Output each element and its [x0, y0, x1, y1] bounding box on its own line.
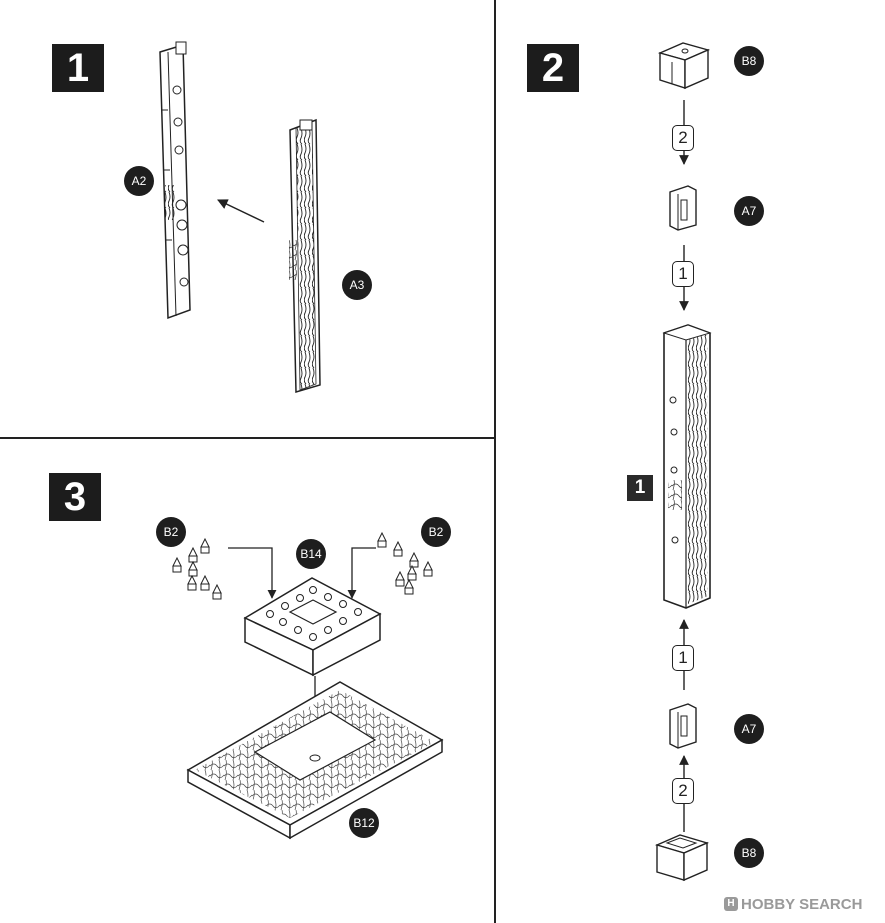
step1-arrow	[217, 199, 265, 223]
part-badge-b8-top: B8	[734, 46, 764, 76]
step3-arrow-right	[347, 547, 376, 599]
part-a3-drawing	[289, 118, 321, 393]
part-b8-top-drawing	[657, 42, 711, 90]
step-3-number: 3	[49, 473, 101, 521]
tree-pillar-drawing	[662, 324, 712, 609]
part-b14-drawing	[243, 577, 382, 677]
step-1-number: 1	[52, 44, 104, 92]
part-badge-a7-bottom: A7	[734, 714, 764, 744]
watermark: H HOBBY SEARCH	[724, 893, 862, 915]
watermark-text: HOBBY SEARCH	[741, 895, 863, 913]
part-badge-b2-left: B2	[156, 517, 186, 547]
order-label-1-top: 1	[672, 261, 694, 287]
watermark-logo-icon: H	[724, 897, 738, 911]
order-label-2-top: 2	[672, 125, 694, 151]
step-1-reference: 1	[627, 475, 653, 501]
part-a7-bottom-drawing	[669, 703, 697, 749]
b2-cones-left	[172, 537, 222, 600]
b2-cones-right	[377, 531, 433, 595]
part-badge-b2-right: B2	[421, 517, 451, 547]
step-2-number: 2	[527, 44, 579, 92]
part-badge-b12: B12	[349, 808, 379, 838]
part-b8-bottom-drawing	[654, 834, 710, 882]
part-badge-a3: A3	[342, 270, 372, 300]
part-b12-drawing	[186, 681, 444, 840]
part-badge-b14: B14	[296, 539, 326, 569]
part-badge-a2: A2	[124, 166, 154, 196]
part-badge-b8-bottom: B8	[734, 838, 764, 868]
part-badge-a7-top: A7	[734, 196, 764, 226]
part-a7-top-drawing	[669, 185, 697, 231]
step3-arrow-left	[228, 547, 277, 599]
order-label-2-bottom: 2	[672, 778, 694, 804]
order-label-1-bottom: 1	[672, 645, 694, 671]
part-a2-drawing	[159, 41, 191, 320]
